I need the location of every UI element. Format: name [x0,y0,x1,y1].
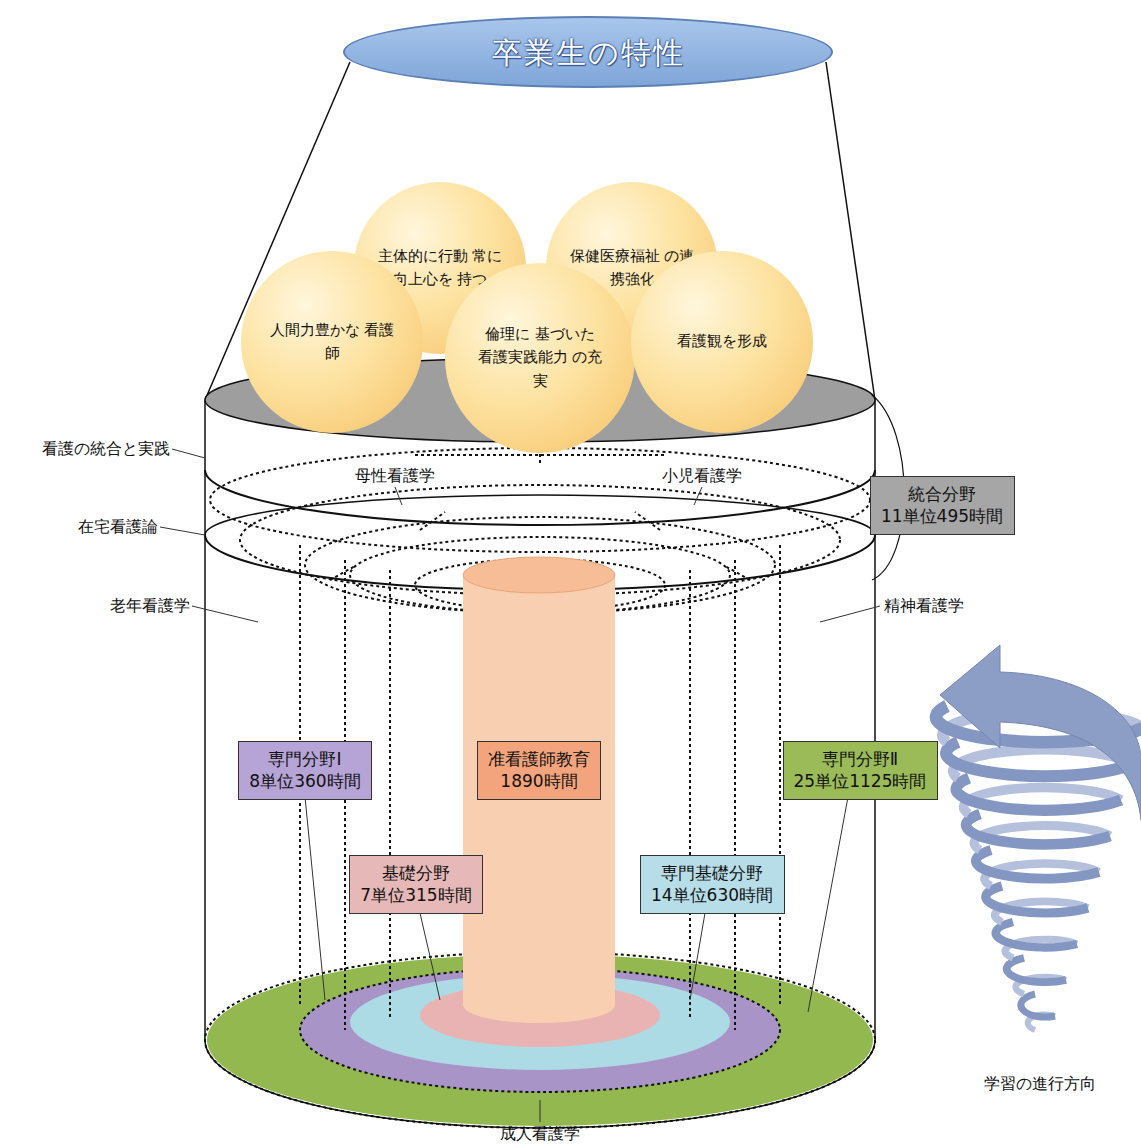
field-box: 統合分野11単位495時間 [870,476,1015,535]
frame-line [826,62,875,400]
field-hours: 14単位630時間 [651,884,773,906]
field-box: 専門分野Ⅱ25単位1125時間 [783,741,938,800]
drawing-stroke [389,570,391,1020]
column-base [463,987,615,1023]
node-text: 看護観を形成 [677,330,767,353]
field-name: 専門分野Ⅱ [822,748,898,770]
cylinder-wall [204,400,206,1040]
drawing-stroke [690,913,705,1000]
part-label: 小児看護学 [662,466,742,487]
spiral-coil [956,778,1121,810]
ring-pink [420,983,660,1047]
field-hours: 25単位1125時間 [794,770,927,792]
drawing-stroke [820,606,880,622]
band-line [205,470,875,525]
part-label: 成人看護学 [500,1124,580,1145]
spiral-coil [1007,958,1066,982]
field-box: 基礎分野7単位315時間 [349,855,483,914]
field-hours: 1890時間 [500,770,577,792]
drawing-stroke [734,560,736,1030]
drawing-stroke [305,797,325,1000]
node-text: 人間力豊かな 看護師 [270,319,395,366]
part-label: 精神看護学 [884,596,964,617]
trait-circle: 看護観を形成 [631,251,813,433]
node-text: 卒業生の特性 [492,33,685,72]
field-box: 専門基礎分野14単位630時間 [640,855,785,914]
drawing-stroke [395,487,402,505]
trait-circle: 人間力豊かな 看護師 [241,251,423,433]
arrow-label: 学習の進行方向 [984,1074,1096,1095]
drawing-stroke [192,606,258,622]
drawing-stroke [779,545,781,1005]
field-hours: 7単位315時間 [360,884,471,906]
drawing-stroke [694,487,702,505]
part-label: 母性看護学 [355,466,435,487]
leader-lines [160,449,880,1122]
field-name: 専門基礎分野 [661,862,763,884]
spiral-coil [996,922,1077,947]
field-name: 准看護師教育 [488,748,590,770]
part-label: 在宅看護論 [78,517,158,538]
spiral-arrow-head [940,645,1141,820]
graduate-traits-ellipse: 卒業生の特性 [343,16,833,88]
drawing-stroke [540,1100,541,1122]
trait-circle: 倫理に 基づいた 看護実践能力 の充実 [445,263,635,453]
drawing-stroke [415,454,665,456]
column [463,575,615,1005]
cylinder-body [205,400,875,1040]
column-top [463,557,615,593]
drawing-stroke [210,448,870,552]
node-text: 倫理に 基づいた 看護実践能力 の充実 [478,323,603,393]
field-box: 専門分野Ⅰ8単位360時間 [238,741,372,800]
drawing-stroke [420,913,440,1000]
drawing-stroke [808,797,848,1012]
spiral-coil [966,814,1110,844]
drawing-stroke [689,570,691,1020]
field-name: 専門分野Ⅰ [268,748,341,770]
field-name: 統合分野 [908,483,976,505]
drawing-stroke [160,527,205,535]
field-name: 基礎分野 [382,862,450,884]
drawing-stroke [172,449,205,458]
field-box: 准看護師教育1890時間 [477,741,601,800]
field-hours: 8単位360時間 [249,770,360,792]
field-hours: 11単位495時間 [881,505,1003,527]
ring-blue [350,974,730,1070]
part-label: 看護の統合と実践 [42,439,170,460]
spiral-coil [976,850,1099,879]
band-line [205,495,875,535]
spiral-coil [1021,994,1055,1017]
spiral-coil [986,886,1088,913]
dotted-layers [210,448,870,1030]
part-label: 老年看護学 [110,596,190,617]
